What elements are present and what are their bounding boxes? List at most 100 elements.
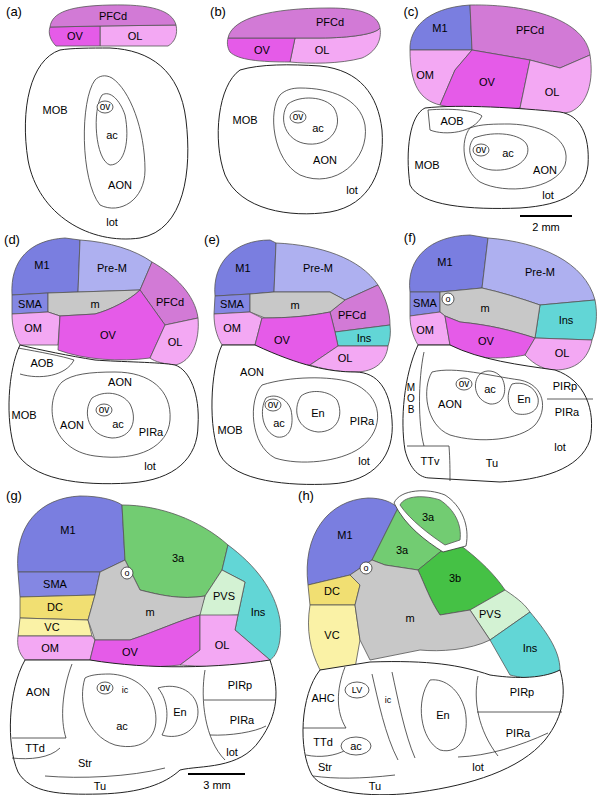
panel-letter: (d): [4, 233, 20, 248]
region-label: Ins: [523, 642, 538, 655]
cortex-region: [400, 497, 460, 545]
cortex-region: [440, 50, 530, 110]
region-label: ac: [484, 383, 496, 396]
region-label: M1: [432, 22, 447, 35]
region-label: AHC: [311, 692, 334, 705]
region-label: Str: [318, 761, 332, 774]
region-label: ov: [293, 111, 304, 123]
panel-letter: (a): [6, 5, 22, 20]
region-label: MOB: [414, 159, 439, 172]
region-label: ac: [502, 147, 514, 160]
region-outline: [428, 109, 482, 133]
region-label: ov: [476, 144, 487, 156]
brain-outline: [10, 660, 276, 794]
cortex-region: [18, 618, 92, 636]
region-label: MOB: [217, 424, 242, 437]
cortex-region: [18, 496, 125, 572]
cortex-region: [535, 300, 596, 340]
region-label: Pre-M: [97, 262, 127, 275]
region-outline: [476, 676, 498, 756]
brain-outline: [408, 106, 588, 208]
region-outline: [458, 733, 548, 757]
region-outline: [84, 76, 145, 208]
region-label: OV: [479, 76, 495, 89]
region-label: M1: [235, 262, 250, 275]
region-label: m: [90, 298, 99, 311]
region-label: lot: [358, 455, 370, 468]
region-label: 3a: [396, 544, 408, 557]
region-label: SMA: [220, 298, 244, 311]
region-label: OV: [100, 329, 116, 342]
region-outline: [204, 700, 276, 701]
region-label: ov: [100, 682, 111, 694]
region-outline: [547, 399, 593, 400]
region-label: AON: [26, 686, 50, 699]
brain-outline: [403, 345, 592, 482]
region-label: OL: [545, 86, 560, 99]
region-label: PIRa: [230, 714, 254, 727]
region-label: lot: [542, 189, 554, 202]
region-label: PFCd: [99, 10, 127, 23]
region-label: AON: [533, 164, 557, 177]
region-label: Tu: [486, 457, 498, 470]
region-label: OV: [478, 335, 494, 348]
panel-letter: (h): [298, 489, 314, 504]
region-outline: [52, 372, 170, 457]
region-label: ac: [350, 740, 362, 753]
brain-outline: [212, 345, 392, 484]
cortex-region: [78, 240, 152, 292]
cortex-region: [335, 325, 390, 346]
region-label: OV: [122, 646, 138, 659]
ventricle-outline: [97, 682, 113, 694]
region-label: AON: [313, 154, 337, 167]
cortex-region: [214, 312, 262, 345]
cortex-region: [12, 293, 48, 314]
region-label: ov: [268, 399, 279, 411]
panel-letter: (b): [210, 5, 226, 20]
region-outline: [274, 88, 366, 179]
region-label: 3a: [172, 552, 184, 565]
region-label: lot: [106, 216, 118, 229]
region-label: AON: [60, 419, 84, 432]
scale-label: 3 mm: [203, 779, 231, 792]
cortex-region: [198, 570, 245, 617]
region-outline: [338, 667, 346, 728]
region-outline: [63, 664, 72, 738]
cortex-region: [90, 615, 200, 667]
cortex-region: [227, 38, 295, 62]
region-label: VC: [44, 621, 59, 634]
region-label: SMA: [18, 298, 42, 311]
region-label: lot: [346, 184, 358, 197]
cortex-region: [150, 318, 198, 365]
region-label: Str: [78, 757, 92, 770]
cortex-region: [520, 55, 591, 114]
region-label: m: [145, 606, 154, 619]
region-label: Ins: [357, 332, 372, 345]
brain-outline: [303, 662, 563, 795]
region-label: M1: [437, 256, 452, 269]
region-label: Ins: [559, 314, 574, 327]
region-label: AON: [438, 398, 462, 411]
region-label: Tu: [94, 780, 106, 793]
panel-letter: (g): [6, 489, 22, 504]
region-label: PIRa: [139, 426, 163, 439]
region-outline: [45, 768, 165, 777]
region-label: MOB: [42, 104, 67, 117]
region-label: OL: [128, 30, 143, 43]
region-label: M1: [337, 529, 352, 542]
region-label: TTd: [313, 736, 333, 749]
region-outline: [464, 124, 566, 189]
brain-outline: [218, 65, 382, 214]
cortex-region: [308, 605, 360, 670]
region-label: m: [405, 612, 414, 625]
region-label: PIRp: [228, 679, 252, 692]
region-label: lot: [226, 746, 238, 759]
commissure-outline: [341, 737, 371, 755]
panel-letter: (e): [204, 233, 220, 248]
region-outline: [427, 370, 543, 440]
region-outline: [449, 446, 450, 481]
region-label: ac: [116, 720, 128, 733]
cortex-region: [308, 575, 360, 605]
region-label: SMA: [413, 297, 437, 310]
